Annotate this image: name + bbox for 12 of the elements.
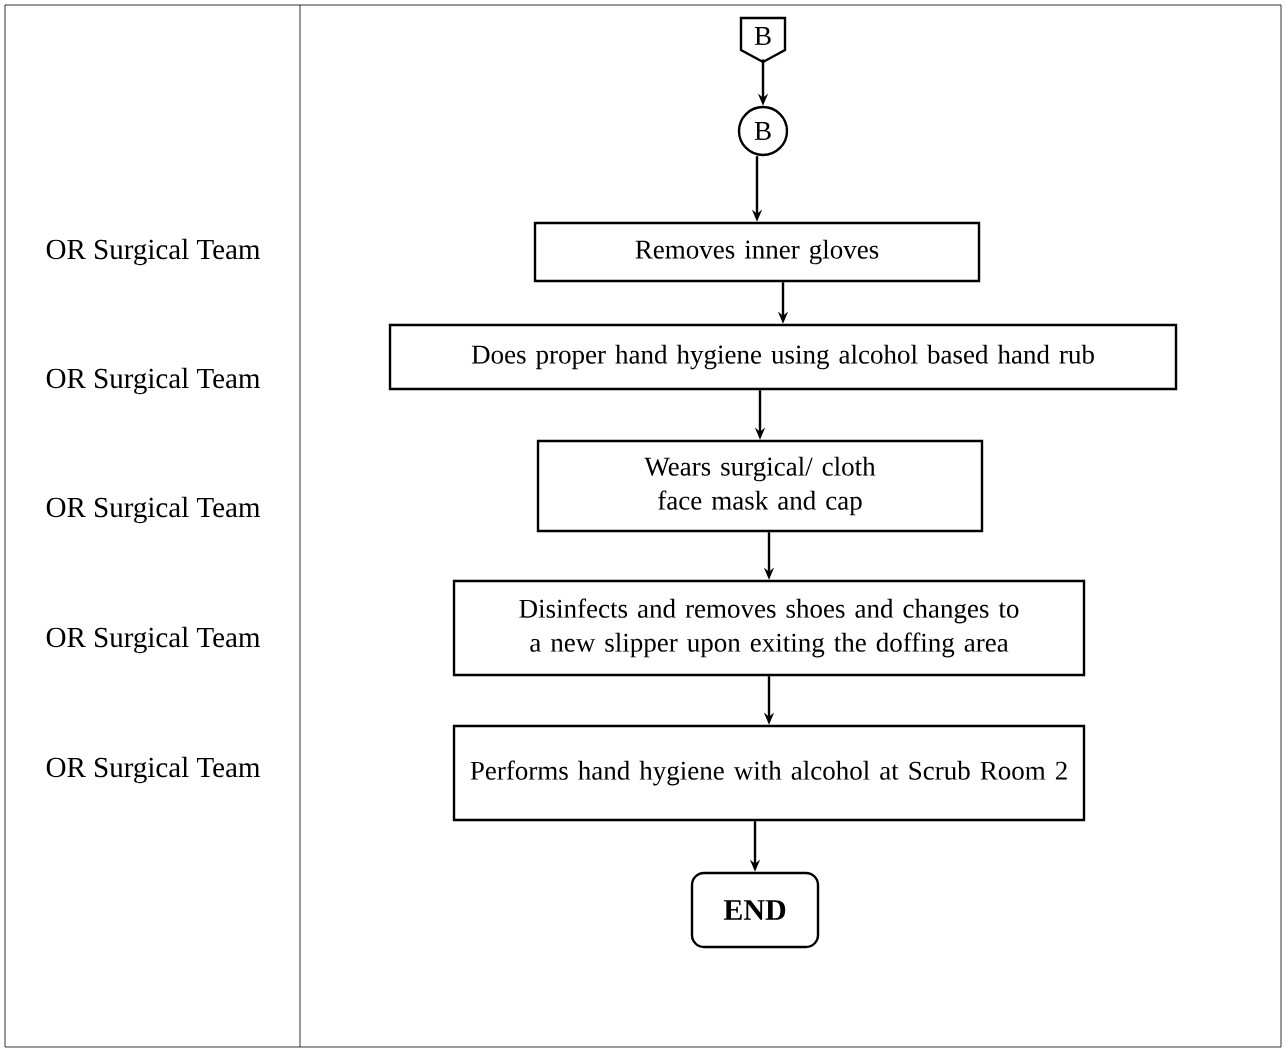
lane-label: OR Surgical Team [46, 238, 261, 266]
process-box: Wears surgical/ cloth face mask and cap [536, 439, 984, 533]
off-page-connector: B [739, 16, 787, 64]
process-box: Removes inner gloves [533, 221, 981, 283]
lane-label: OR Surgical Team [46, 626, 261, 654]
process-box: Does proper hand hygiene using alcohol based hand rub [388, 323, 1178, 391]
terminator: END [690, 871, 820, 949]
lane-label: OR Surgical Team [46, 496, 261, 524]
lane-label: OR Surgical Team [46, 756, 261, 784]
process-box: Disinfects and removes shoes and changes to a new slipper upon exiting the doffing area [452, 579, 1086, 677]
process-box: Performs hand hygiene with alcohol at Scrub Room 2 [452, 724, 1086, 822]
lane-label: OR Surgical Team [46, 367, 261, 395]
